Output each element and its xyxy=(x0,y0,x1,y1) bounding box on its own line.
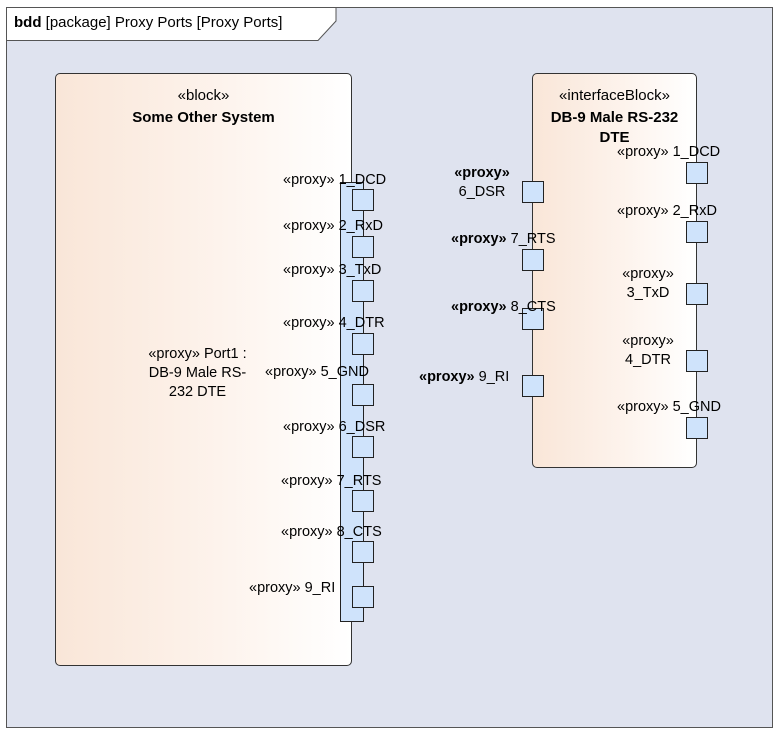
block-name: Some Other System xyxy=(132,109,275,126)
left-port-label: «proxy» 4_DTR xyxy=(283,315,385,331)
left-port-1-dcd[interactable] xyxy=(352,189,374,211)
port-label-line: 4_DTR xyxy=(625,352,671,368)
port-name: 7_RTS xyxy=(510,231,556,247)
right-port-label: «proxy» 4_DTR xyxy=(612,332,684,370)
port1-label-line: «proxy» Port1 : xyxy=(148,346,247,362)
left-port-label: «proxy» 3_TxD xyxy=(283,262,382,278)
left-port-label: «proxy» 9_RI xyxy=(249,580,336,596)
right-left-port-8-cts[interactable] xyxy=(522,308,544,330)
port-name: 8_CTS xyxy=(510,299,556,315)
right-port-label: «proxy» 1_DCD xyxy=(617,144,721,160)
interface-block-name-line: DTE xyxy=(599,129,630,146)
left-port-6-dsr[interactable] xyxy=(352,436,374,458)
left-port-7-rts[interactable] xyxy=(352,490,374,512)
port1-label-line: DB-9 Male RS- xyxy=(148,365,247,381)
port-label-line: «proxy» xyxy=(622,266,674,282)
right-left-port-label: «proxy» 6_DSR xyxy=(446,164,518,202)
port-stereotype: «proxy» xyxy=(451,299,507,315)
right-left-port-9-ri[interactable] xyxy=(522,375,544,397)
left-port-8-cts[interactable] xyxy=(352,541,374,563)
right-port-3-txd[interactable] xyxy=(686,283,708,305)
right-port-label: «proxy» 3_TxD xyxy=(612,265,684,303)
port-name: 9_RI xyxy=(478,369,510,385)
interface-block-stereotype: «interfaceBlock» xyxy=(559,87,670,104)
interface-block-name-line: DB-9 Male RS-232 xyxy=(550,109,679,126)
right-port-label: «proxy» 5_GND xyxy=(617,399,721,415)
left-port-4-dtr[interactable] xyxy=(352,333,374,355)
right-left-port-label: «proxy» 8_CTS xyxy=(451,298,556,317)
interface-block-db9[interactable]: «interfaceBlock» DB-9 Male RS-232 DTE xyxy=(532,73,697,468)
block-stereotype: «block» xyxy=(177,87,230,104)
left-port-2-rxd[interactable] xyxy=(352,236,374,258)
port-stereotype: «proxy» xyxy=(454,165,510,181)
right-left-port-label: «proxy» 9_RI xyxy=(419,368,509,387)
port1-label-line: 232 DTE xyxy=(168,384,227,400)
left-port-label: «proxy» 5_GND xyxy=(265,364,369,380)
port-stereotype: «proxy» xyxy=(451,231,507,247)
block-some-other-system[interactable]: «block» Some Other System xyxy=(55,73,352,666)
right-port-4-dtr[interactable] xyxy=(686,350,708,372)
left-port-label: «proxy» 6_DSR xyxy=(283,419,386,435)
frame-tab-shape xyxy=(6,7,337,41)
port1-label: «proxy» Port1 : DB-9 Male RS- 232 DTE xyxy=(130,345,265,402)
right-left-port-6-dsr[interactable] xyxy=(522,181,544,203)
left-port-5-gnd[interactable] xyxy=(352,384,374,406)
left-port-label: «proxy» 7_RTS xyxy=(281,473,382,489)
frame-kind: bdd xyxy=(14,14,42,31)
frame-tab: bdd [package] Proxy Ports [Proxy Ports] xyxy=(6,7,337,41)
left-port-label: «proxy» 1_DCD xyxy=(283,172,387,188)
left-port-9-ri[interactable] xyxy=(352,586,374,608)
port-label-line: «proxy» xyxy=(622,333,674,349)
left-port-label: «proxy» 2_RxD xyxy=(283,218,383,234)
right-left-port-7-rts[interactable] xyxy=(522,249,544,271)
left-port-label: «proxy» 8_CTS xyxy=(281,524,382,540)
port-stereotype: «proxy» xyxy=(419,369,475,385)
port-name: 6_DSR xyxy=(458,184,506,200)
right-port-5-gnd[interactable] xyxy=(686,417,708,439)
left-port-3-txd[interactable] xyxy=(352,280,374,302)
right-port-1-dcd[interactable] xyxy=(686,162,708,184)
port-label-line: 3_TxD xyxy=(626,285,670,301)
frame-qualifier: [package] xyxy=(45,14,111,31)
frame-name: Proxy Ports [Proxy Ports] xyxy=(114,14,283,31)
right-port-2-rxd[interactable] xyxy=(686,221,708,243)
right-left-port-label: «proxy» 7_RTS xyxy=(451,230,556,249)
frame-title: bdd [package] Proxy Ports [Proxy Ports] xyxy=(14,14,282,31)
right-port-label: «proxy» 2_RxD xyxy=(617,203,717,219)
